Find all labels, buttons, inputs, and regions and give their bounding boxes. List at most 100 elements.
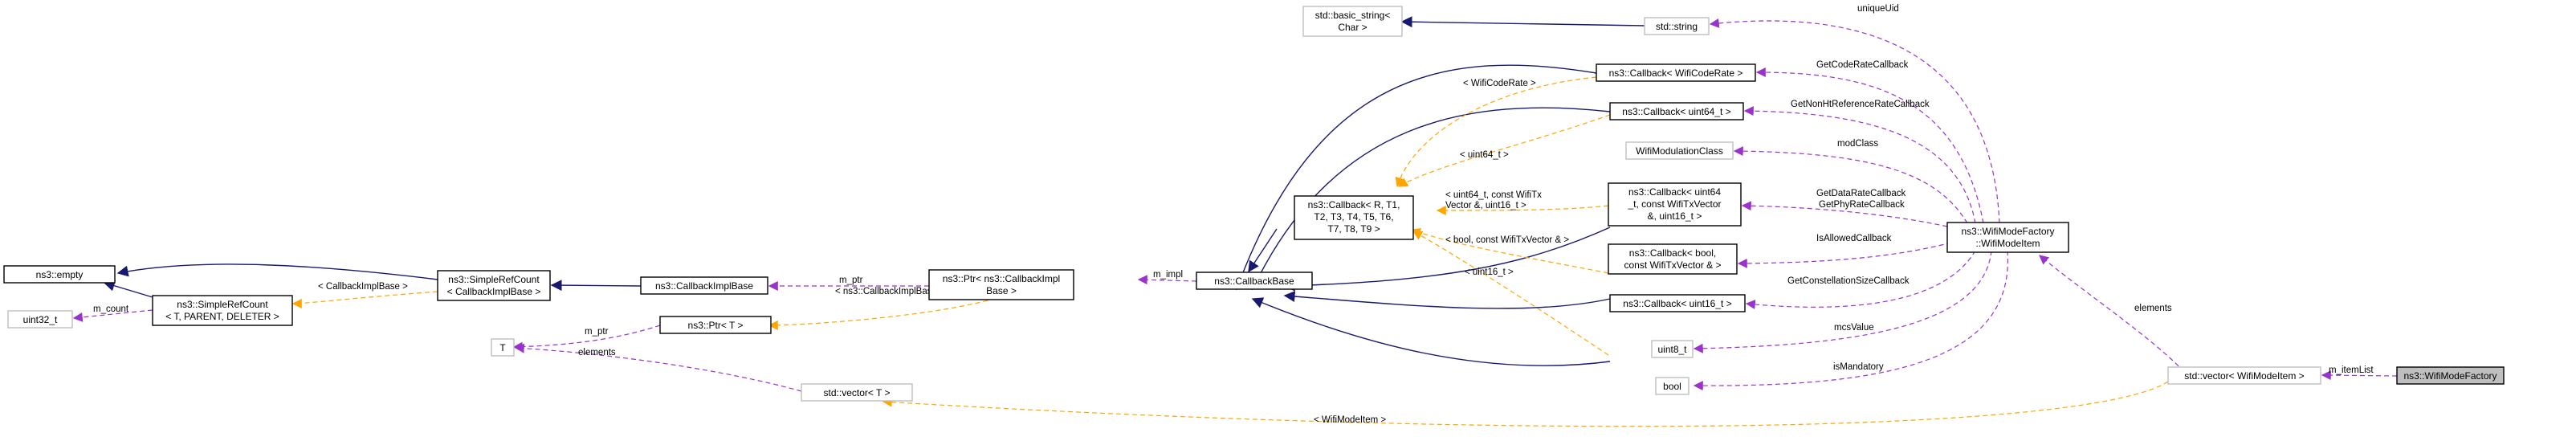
node-text: _t, const WifiTxVector [1627, 198, 1721, 210]
node-text: uint32_t [23, 314, 58, 325]
node-bool[interactable]: bool [1655, 377, 1689, 395]
edge-m-impl [1137, 275, 1197, 285]
node-callback-generic[interactable]: ns3::Callback< R, T1, T2, T3, T4, T5, T6… [1294, 195, 1414, 240]
label-m-impl: m_impl [1153, 270, 1183, 280]
label-tpl-bool: < bool, const WifiTxVector & > [1445, 235, 1569, 245]
edge-cb-generic-to-callback-base [1248, 228, 1278, 273]
node-t[interactable]: T [491, 338, 515, 357]
edge-elements-item [2039, 255, 2185, 373]
node-ns3-empty[interactable]: ns3::empty [3, 265, 116, 284]
edge-cb-uint16-to-callback-base [1251, 297, 1611, 366]
node-callback-wificoderate[interactable]: ns3::Callback< WifiCodeRate > [1596, 63, 1756, 82]
node-text: ns3::WifiModeFactory [1961, 226, 2054, 237]
label-tpl-wificoderate: < WifiCodeRate > [1463, 79, 1536, 88]
label-getnonhtreferenceratecallback: GetNonHtReferenceRateCallback [1791, 100, 1930, 109]
node-text: ns3::Callback< uint16_t > [1623, 298, 1731, 309]
label-tpl-uint16: < uint16_t > [1465, 267, 1514, 277]
node-ptr-t[interactable]: ns3::Ptr< T > [659, 316, 772, 334]
label-uniqueuid: uniqueUid [1857, 4, 1899, 14]
node-callback-impl-base[interactable]: ns3::CallbackImplBase [640, 276, 768, 295]
edge-m-itemlist [2321, 370, 2398, 381]
label-elements-t: elements [578, 348, 616, 357]
edge-mcsvalue [1693, 250, 1992, 353]
node-callback-uint64[interactable]: ns3::Callback< uint64_t > [1609, 102, 1744, 120]
label-m-count: m_count [93, 304, 129, 314]
node-simple-ref-count-generic[interactable]: ns3::SimpleRefCount < T, PARENT, DELETER… [152, 295, 293, 326]
edge-getdataratecallback [1741, 201, 1948, 227]
node-text: Char > [1338, 22, 1367, 33]
label-getcoderatecallback: GetCodeRateCallback [1816, 60, 1909, 70]
label-mcsvalue: mcsValue [1834, 323, 1874, 333]
edge-isallowedcallback [1737, 242, 1952, 268]
node-text: ns3::Ptr< T > [688, 320, 744, 331]
edge-cb-uint64-to-callback-base [1252, 107, 1611, 291]
node-ptr-callback-impl-base[interactable]: ns3::Ptr< ns3::CallbackImpl Base > [928, 269, 1074, 300]
node-text: ns3::Ptr< ns3::CallbackImpl [943, 273, 1060, 284]
node-wifi-mode-item[interactable]: ns3::WifiModeFactory ::WifiModeItem [1946, 222, 2069, 253]
edge-tpl-bool [1410, 228, 1609, 274]
node-uint32[interactable]: uint32_t [7, 310, 73, 329]
node-text: ns3::Callback< uint64 [1628, 186, 1721, 198]
edge-tpl-wificoderate [1395, 76, 1597, 188]
label-modclass: modClass [1837, 139, 1878, 149]
node-callback-bool[interactable]: ns3::Callback< bool, const WifiTxVector … [1608, 243, 1738, 275]
edge-m-ptr-t [512, 325, 661, 352]
label-m-itemlist: m_itemList [2329, 365, 2374, 375]
node-vector-t[interactable]: std::vector< T > [801, 383, 913, 402]
node-text: ns3::Callback< R, T1, [1308, 199, 1400, 210]
node-text: ns3::Callback< WifiCodeRate > [1609, 67, 1743, 79]
node-wifi-mode-factory[interactable]: ns3::WifiModeFactory [2396, 366, 2505, 385]
node-text: < T, PARENT, DELETER > [165, 311, 279, 322]
edge-simple-ref-base-to-empty [116, 263, 438, 280]
edge-cb-wificoderate-to-callback-base [1234, 64, 1597, 291]
label-tpl-wifimodeitem: < WifiModeItem > [1314, 415, 1386, 425]
edges [72, 16, 2398, 427]
node-callback-uint16[interactable]: ns3::Callback< uint16_t > [1609, 294, 1746, 312]
label-tpl-callback-impl-base-1: < CallbackImplBase > [318, 282, 408, 292]
edge-callback-impl-base-to-simple-ref-base [550, 280, 642, 292]
label-getphyratecallback: GetPhyRateCallback [1819, 200, 1905, 210]
label-m-ptr-impl: m_ptr [839, 276, 863, 285]
label-m-ptr-t: m_ptr [585, 327, 609, 337]
edge-elements-t [514, 343, 802, 392]
node-text: Base > [986, 285, 1017, 296]
edge-getconstellationsizecallback [1745, 250, 1976, 310]
node-uint8[interactable]: uint8_t [1651, 340, 1694, 358]
edge-tpl-ptr-callback-impl-base [768, 300, 988, 330]
node-std-string[interactable]: std::string [1644, 17, 1710, 35]
edge-tpl-uint64 [1397, 114, 1611, 187]
node-text: WifiModulationClass [1636, 145, 1723, 157]
node-callback-base[interactable]: ns3::CallbackBase [1196, 272, 1313, 290]
node-text: < CallbackImplBase > [447, 286, 541, 297]
node-callback-uint64-txvector[interactable]: ns3::Callback< uint64 _t, const WifiTxVe… [1608, 182, 1742, 227]
edge-cb-bool-to-callback-base [1283, 291, 1611, 309]
node-text: ns3::SimpleRefCount [177, 299, 268, 310]
node-wifi-modulation-class[interactable]: WifiModulationClass [1625, 141, 1734, 160]
node-text: const WifiTxVector & > [1624, 259, 1721, 271]
node-text: T [499, 342, 506, 353]
edge-m-count [72, 309, 153, 322]
edge-uniqueuid [1709, 18, 2000, 224]
node-text: ns3::CallbackImplBase [655, 280, 753, 292]
edge-tpl-wifimodeitem [882, 381, 2169, 427]
node-text: T7, T8, T9 > [1327, 223, 1380, 235]
label-tpl-uint64: < uint64_t > [1460, 150, 1509, 160]
node-text: ns3::SimpleRefCount [448, 274, 540, 285]
node-simple-ref-count-base[interactable]: ns3::SimpleRefCount < CallbackImplBase > [437, 270, 551, 301]
node-text: bool [1663, 381, 1681, 392]
node-text: std::vector< T > [824, 387, 891, 398]
edge-modclass [1733, 146, 1968, 224]
node-text: ::WifiModeItem [1975, 238, 2040, 249]
node-text: T2, T3, T4, T5, T6, [1314, 211, 1393, 223]
edge-tpl-uint16 [1412, 231, 1609, 356]
label-getdataratecallback: GetDataRateCallback [1816, 189, 1906, 198]
node-vector-wifi-mode-item[interactable]: std::vector< WifiModeItem > [2167, 366, 2321, 385]
label-getconstellationsizecallback: GetConstellationSizeCallback [1787, 276, 1910, 286]
node-text: ns3::WifiModeFactory [2403, 370, 2497, 382]
node-text: std::basic_string< [1315, 10, 1391, 21]
node-std-basic-string[interactable]: std::basic_string< Char > [1302, 6, 1403, 37]
edge-getnonhtreferenceratecallback [1743, 106, 1976, 224]
edge-tpl-uint64-tx [1436, 205, 1609, 215]
label-isallowedcallback: IsAllowedCallback [1816, 234, 1892, 243]
